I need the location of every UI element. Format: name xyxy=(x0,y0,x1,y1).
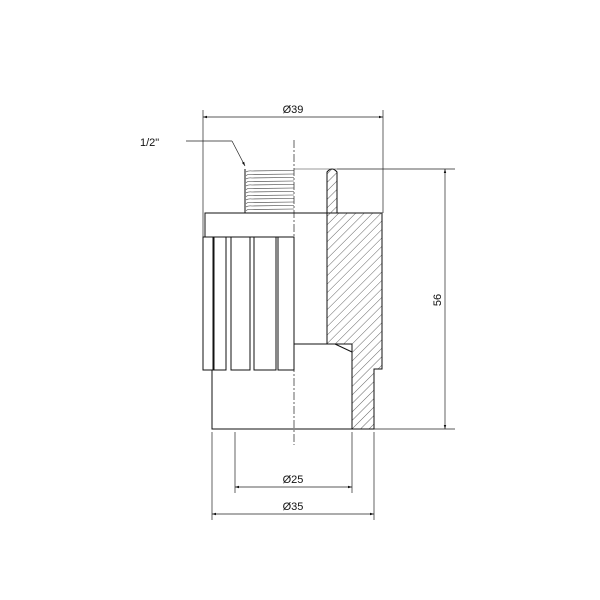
dimension-outer-diameter-bottom: Ø35 xyxy=(211,432,375,520)
thread-line xyxy=(245,191,295,194)
thread-line xyxy=(245,205,295,208)
thread-line xyxy=(245,177,295,180)
dimension-label-o35: Ø35 xyxy=(283,501,304,513)
thread-line xyxy=(245,201,295,204)
dimension-inner-diameter: Ø25 xyxy=(234,432,353,493)
thread-line xyxy=(245,173,295,176)
dimension-label-56: 56 xyxy=(432,294,444,306)
thread-line xyxy=(245,198,295,201)
thread-line xyxy=(245,194,295,197)
thread-callout: 1/2" xyxy=(140,137,246,167)
thread-size-label: 1/2" xyxy=(140,137,159,149)
thread-line xyxy=(245,208,295,211)
dimension-label-o39: Ø39 xyxy=(283,104,304,116)
dimension-label-o25: Ø25 xyxy=(283,474,304,486)
lower-body xyxy=(211,343,353,430)
section-view xyxy=(294,168,383,430)
thread-line xyxy=(245,187,295,190)
thread-line xyxy=(245,184,295,187)
thread-line xyxy=(245,180,295,183)
dimension-height: 56 xyxy=(337,168,455,430)
thread-line xyxy=(245,170,295,173)
dimension-outer-diameter-top: Ø39 xyxy=(202,104,384,237)
external-thread xyxy=(244,169,295,213)
